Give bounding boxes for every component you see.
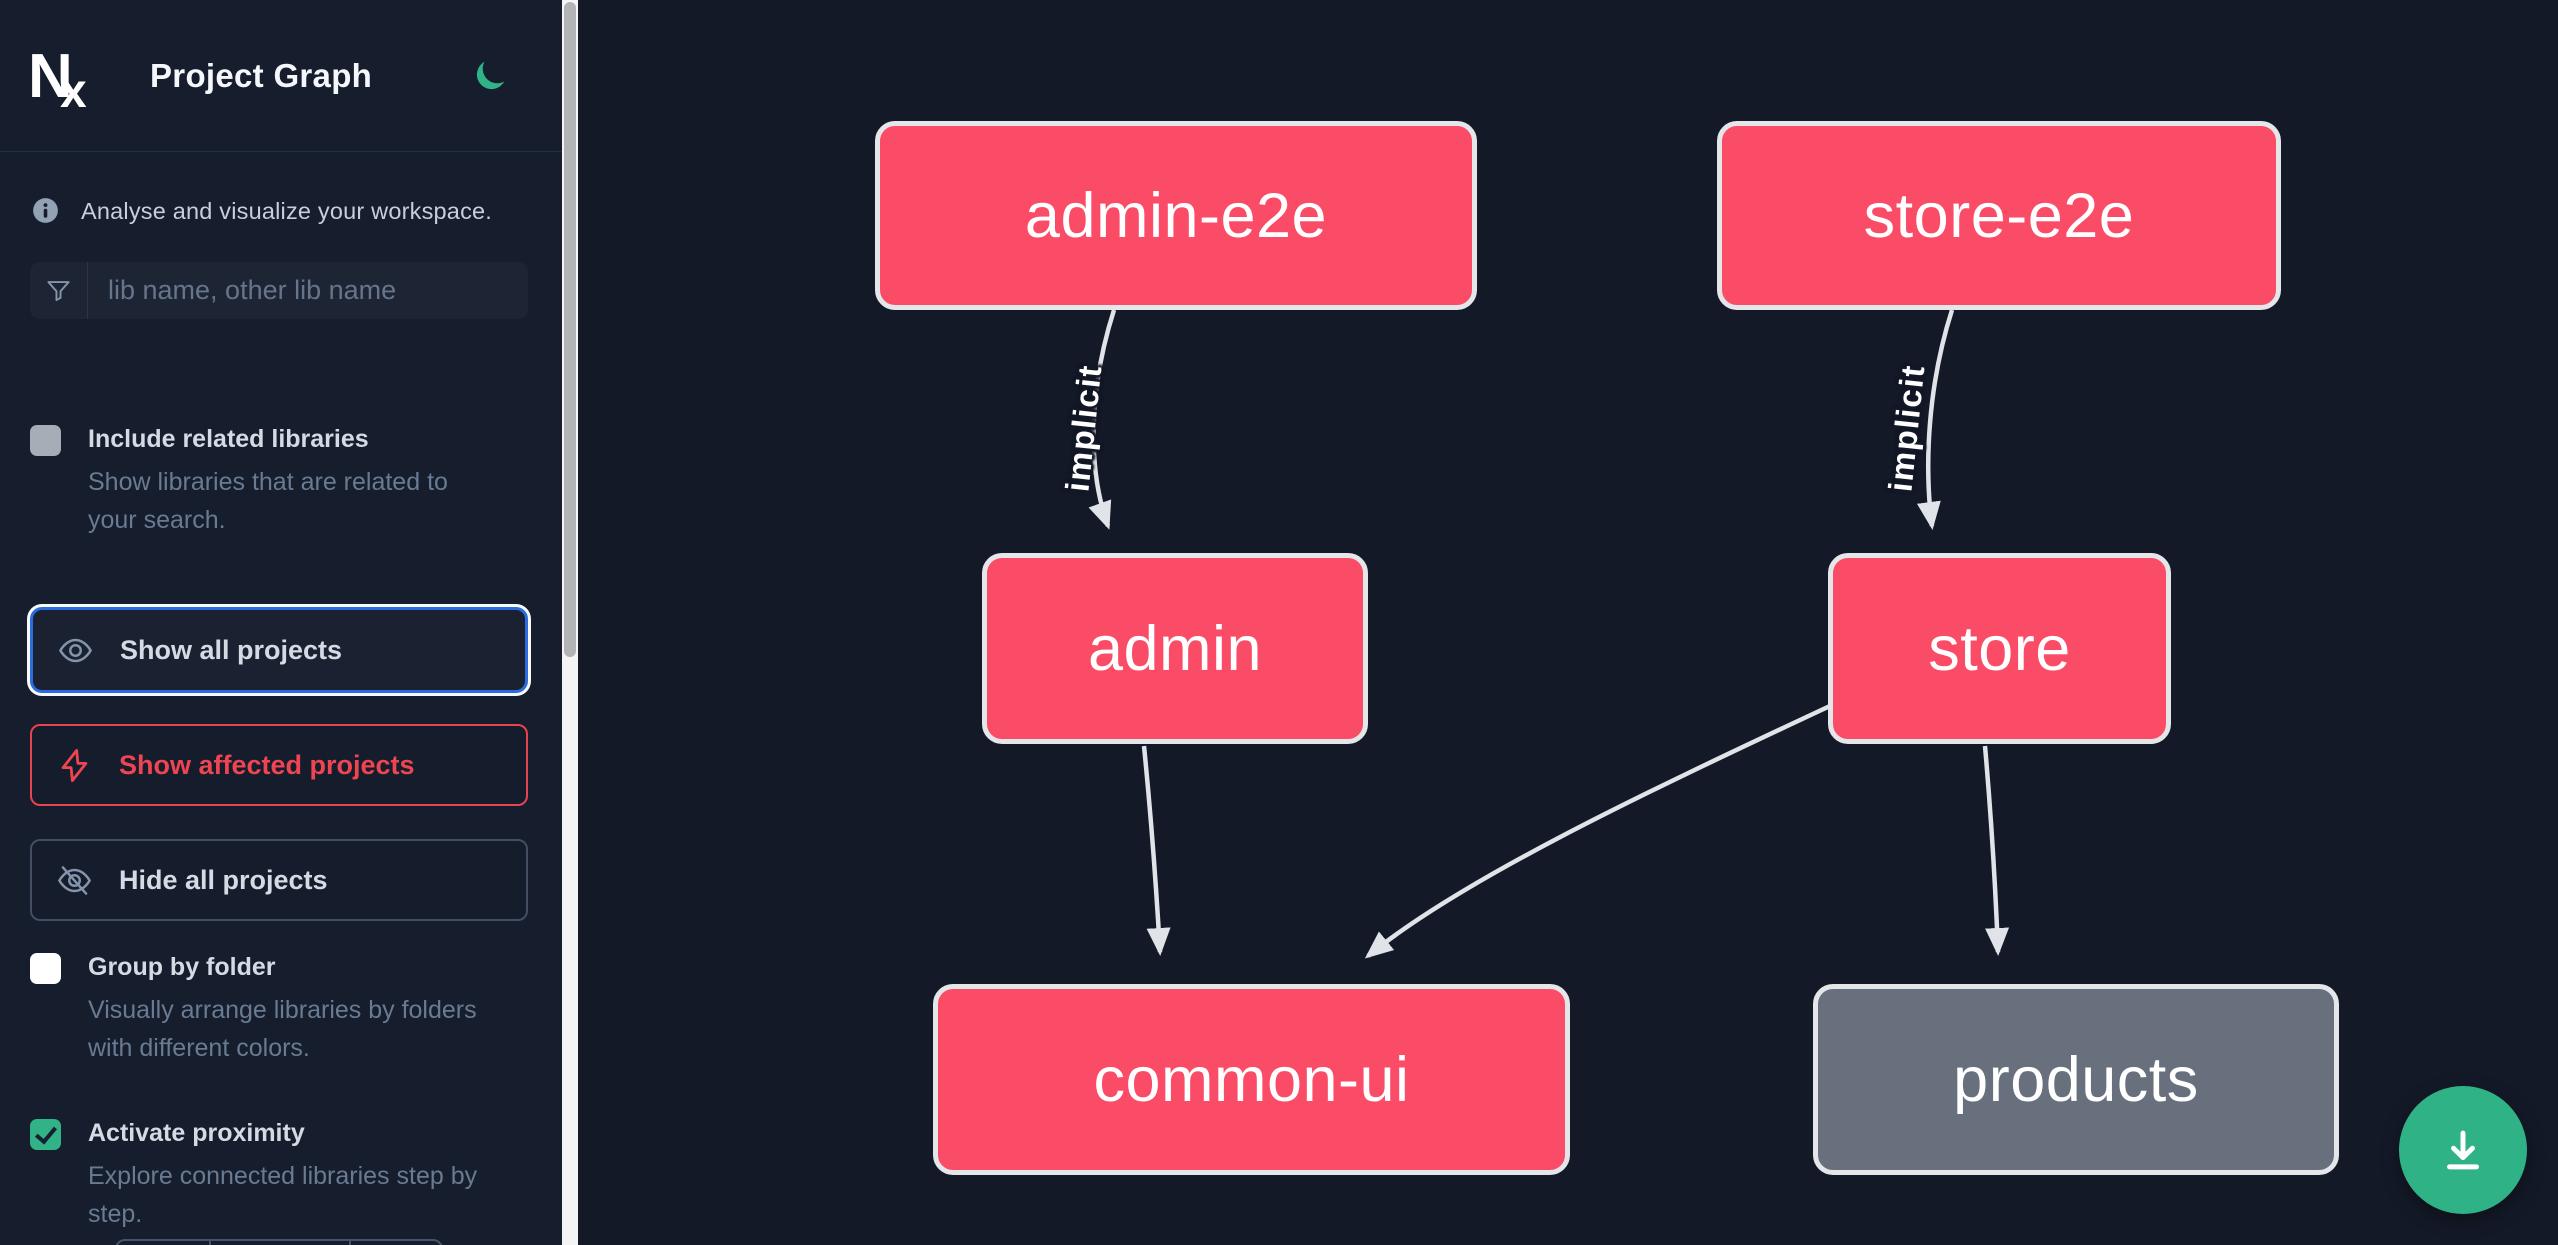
edge-store-e2e-to-store — [1916, 309, 1955, 530]
show-all-projects-button[interactable]: Show all projects — [30, 607, 528, 693]
node-products[interactable]: products — [1813, 984, 2339, 1175]
sidebar-scrollbar-thumb[interactable] — [564, 2, 576, 657]
group-by-folder-checkbox[interactable] — [30, 953, 61, 984]
edge-store-to-common-ui — [1364, 703, 1831, 959]
nx-logo-icon: N x — [30, 43, 87, 109]
node-label: admin — [1087, 613, 1263, 684]
info-icon — [33, 198, 58, 223]
svg-text:x: x — [60, 65, 87, 109]
node-label: store-e2e — [1863, 180, 2135, 251]
eye-icon — [57, 632, 94, 669]
show-affected-projects-button[interactable]: Show affected projects — [30, 724, 528, 806]
proximity-stepper — [115, 1239, 445, 1245]
download-graph-button[interactable] — [2399, 1086, 2527, 1214]
node-admin-e2e[interactable]: admin-e2e — [875, 121, 1477, 310]
show-affected-projects-label: Show affected projects — [119, 749, 415, 780]
dark-mode-toggle[interactable] — [470, 56, 510, 96]
hide-all-projects-button[interactable]: Hide all projects — [30, 839, 528, 921]
option-label: Activate proximity — [88, 1119, 305, 1147]
moon-icon — [476, 61, 505, 89]
show-all-projects-label: Show all projects — [120, 634, 343, 665]
sidebar-header: N x Project Graph — [0, 0, 562, 152]
node-label: products — [1953, 1044, 2199, 1115]
edge-store-to-products — [1982, 745, 2010, 956]
node-common-ui[interactable]: common-ui — [933, 984, 1570, 1175]
sidebar-scrollbar-track[interactable] — [562, 0, 578, 1245]
node-store-e2e[interactable]: store-e2e — [1717, 121, 2281, 310]
hide-all-projects-label: Hide all projects — [119, 864, 328, 895]
node-label: admin-e2e — [1024, 180, 1328, 251]
option-activate-proximity: Activate proximity Explore connected lib… — [30, 1116, 535, 1233]
option-label: Include related libraries — [88, 425, 369, 453]
proximity-decrement-button[interactable] — [115, 1239, 211, 1245]
page-title: Project Graph — [150, 56, 373, 94]
option-include-related: Include related libraries Show libraries… — [30, 422, 535, 539]
download-icon — [2447, 1130, 2479, 1170]
bolt-icon — [56, 747, 93, 784]
option-description: Visually arrange libraries by folders wi… — [88, 996, 477, 1062]
include-related-checkbox[interactable] — [30, 425, 61, 456]
option-label: Group by folder — [88, 953, 276, 981]
node-store[interactable]: store — [1828, 553, 2171, 744]
workspace-info-row: Analyse and visualize your workspace. — [32, 196, 522, 225]
node-admin[interactable]: admin — [982, 553, 1368, 744]
option-description: Explore connected libraries step by step… — [88, 1162, 478, 1228]
option-description: Show libraries that are related to your … — [88, 468, 448, 534]
library-filter — [30, 262, 528, 319]
proximity-increment-button[interactable] — [349, 1239, 443, 1245]
eye-off-icon — [56, 862, 93, 899]
edge-admin-e2e-to-admin — [1088, 309, 1117, 530]
workspace-tagline: Analyse and visualize your workspace. — [81, 198, 493, 224]
proximity-value — [209, 1239, 351, 1245]
node-label: store — [1928, 613, 2071, 684]
node-label: common-ui — [1093, 1044, 1410, 1115]
option-group-by-folder: Group by folder Visually arrange librari… — [30, 950, 535, 1067]
funnel-icon — [47, 281, 70, 302]
svg-text:N: N — [30, 43, 73, 109]
filter-input[interactable] — [88, 262, 528, 319]
sidebar: N x Project Graph Analyse and visualize … — [0, 0, 562, 1245]
filter-funnel-cell — [30, 262, 88, 319]
activate-proximity-checkbox[interactable] — [30, 1119, 61, 1150]
graph-canvas[interactable]: implicit implicit admin-e2e store-e2e ad… — [578, 0, 2558, 1245]
edge-admin-to-common-ui — [1141, 745, 1171, 956]
dependency-edges-layer — [1088, 309, 2010, 959]
